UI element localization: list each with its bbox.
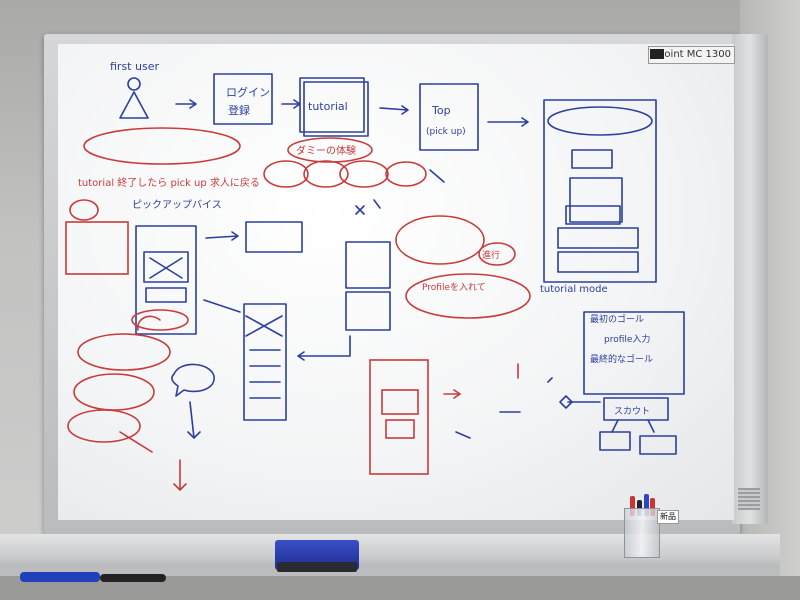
- profile-input-label: profile入力: [604, 333, 650, 345]
- top-label: Top: [431, 104, 451, 117]
- arrow-icon: [281, 99, 301, 109]
- user-head-icon: [127, 77, 141, 91]
- black-marker[interactable]: [100, 574, 166, 582]
- arrow-icon: [297, 335, 351, 361]
- brand-logo-icon: [650, 49, 664, 59]
- tutorial-mode-label: tutorial mode: [540, 284, 608, 295]
- top-box: [419, 83, 479, 151]
- daily-experience-label: ダミーの体験: [296, 144, 356, 157]
- user-body-icon: [119, 91, 149, 119]
- phone-mockup: [543, 99, 657, 283]
- profile-note: Profileを入れて: [422, 282, 486, 293]
- tutorial-box: [299, 77, 365, 133]
- marker-cup: [624, 508, 660, 558]
- arrow-icon: [205, 231, 239, 241]
- goal-2-label: 最終的なゴール: [590, 353, 653, 365]
- arrow-icon: [175, 99, 197, 109]
- arrow-icon: [379, 105, 409, 115]
- first-user-label: first user: [110, 60, 159, 73]
- job-box: [245, 221, 303, 253]
- pickup-label: ピックアップバイス: [132, 199, 222, 211]
- side-grip: [738, 488, 760, 510]
- progress-label: 進行: [482, 249, 500, 261]
- new-tag: 新品: [657, 510, 679, 524]
- login-box: [213, 73, 273, 125]
- comment-icon: [171, 363, 215, 397]
- whiteboard-side-panel: [732, 34, 768, 524]
- tutorial-label: tutorial: [308, 100, 348, 113]
- goal-1-label: 最初のゴール: [590, 313, 644, 325]
- arrow-icon: [187, 401, 201, 439]
- eraser-pad: [277, 562, 357, 572]
- pickup-phone: [135, 225, 197, 335]
- red-phone-sketch: [369, 359, 429, 475]
- arrow-icon: [487, 117, 529, 127]
- top-sub-label: (pick up): [426, 127, 466, 137]
- blue-marker[interactable]: [20, 572, 100, 582]
- tray-lip: [0, 566, 780, 576]
- goal-box: [583, 311, 685, 395]
- register-label: 登録: [228, 103, 250, 117]
- list-screen: [243, 303, 287, 421]
- brand-label: Joint MC 1300: [648, 46, 735, 64]
- scout-label: スカウト: [614, 406, 650, 417]
- login-label: ログイン: [226, 85, 270, 99]
- red-note-bubble: [83, 127, 241, 165]
- tutorial-note: tutorial 終了したら pick up 求人に戻る: [78, 176, 260, 189]
- profile-note-bubble: [405, 273, 531, 319]
